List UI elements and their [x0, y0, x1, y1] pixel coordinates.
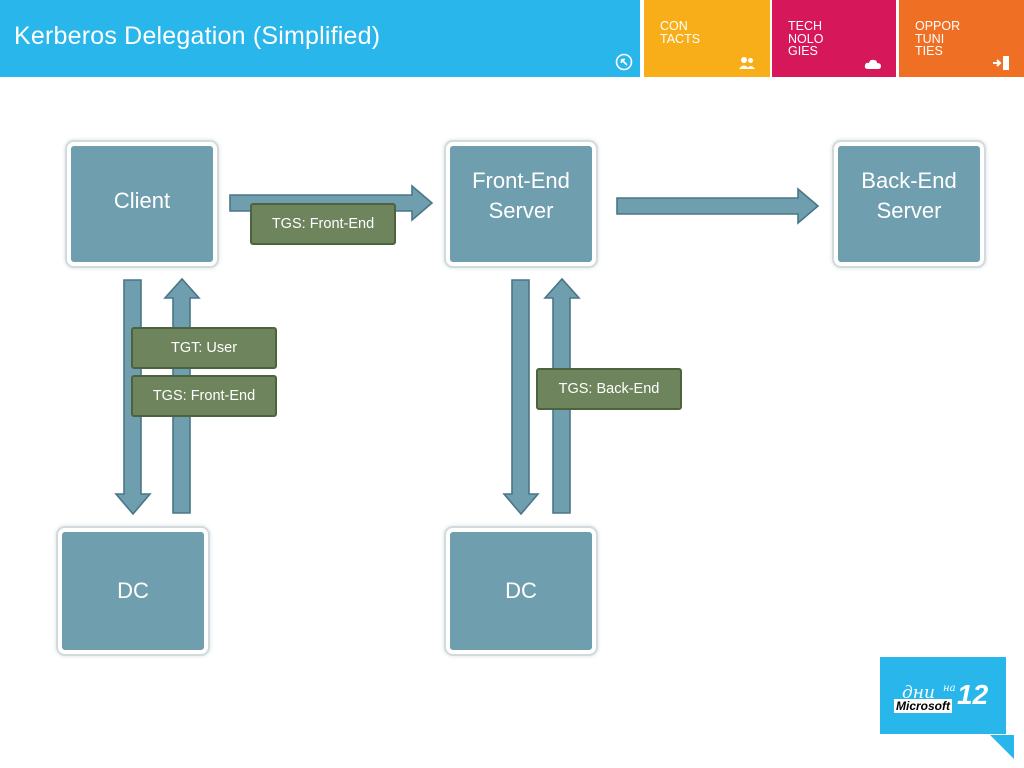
node-front-end-label: Front-End Server — [472, 168, 570, 223]
cloud-icon — [864, 59, 881, 69]
title-bar: Kerberos Delegation (Simplified) — [0, 0, 640, 77]
node-client: Client — [67, 142, 217, 266]
arrow-frontend-to-backend — [616, 187, 820, 225]
node-client-label: Client — [113, 188, 171, 213]
label-tgt-user: TGT: User — [131, 327, 277, 369]
tile-technologies[interactable]: TECH NOLO GIES — [772, 0, 896, 77]
node-back-end-server: Back-End Server — [834, 142, 984, 266]
logo-text-days: дни — [902, 683, 935, 703]
node-back-end-label: Back-End Server — [861, 168, 957, 223]
tile-opportunities-label: OPPOR TUNI TIES — [915, 19, 961, 58]
label-tgs-back-end: TGS: Back-End — [536, 368, 682, 410]
page-title: Kerberos Delegation (Simplified) — [14, 22, 381, 50]
arrow-frontend-to-dc-down — [502, 279, 540, 516]
node-dc-left-label: DC — [117, 578, 149, 603]
node-dc-right-label: DC — [505, 578, 537, 603]
node-dc-right: DC — [446, 528, 596, 654]
exit-door-icon — [993, 56, 1009, 70]
logo-brand: Microsoft — [894, 699, 952, 713]
people-icon — [739, 57, 755, 69]
tile-contacts-label: CON TACTS — [660, 19, 701, 46]
tile-technologies-label: TECH NOLO GIES — [788, 19, 824, 58]
event-logo: дни на Microsoft 12 — [880, 657, 1006, 734]
logo-number: 12 — [957, 679, 989, 710]
label-tgs-front-end-top: TGS: Front-End — [250, 203, 396, 245]
node-dc-left: DC — [58, 528, 208, 654]
label-tgs-front-end-left: TGS: Front-End — [131, 375, 277, 417]
tile-opportunities[interactable]: OPPOR TUNI TIES — [899, 0, 1024, 77]
tile-contacts[interactable]: CON TACTS — [644, 0, 770, 77]
node-front-end-server: Front-End Server — [446, 142, 596, 266]
corner-triangle — [990, 735, 1014, 759]
arrow-circle-icon[interactable] — [615, 53, 633, 71]
logo-text-on: на — [943, 683, 956, 694]
